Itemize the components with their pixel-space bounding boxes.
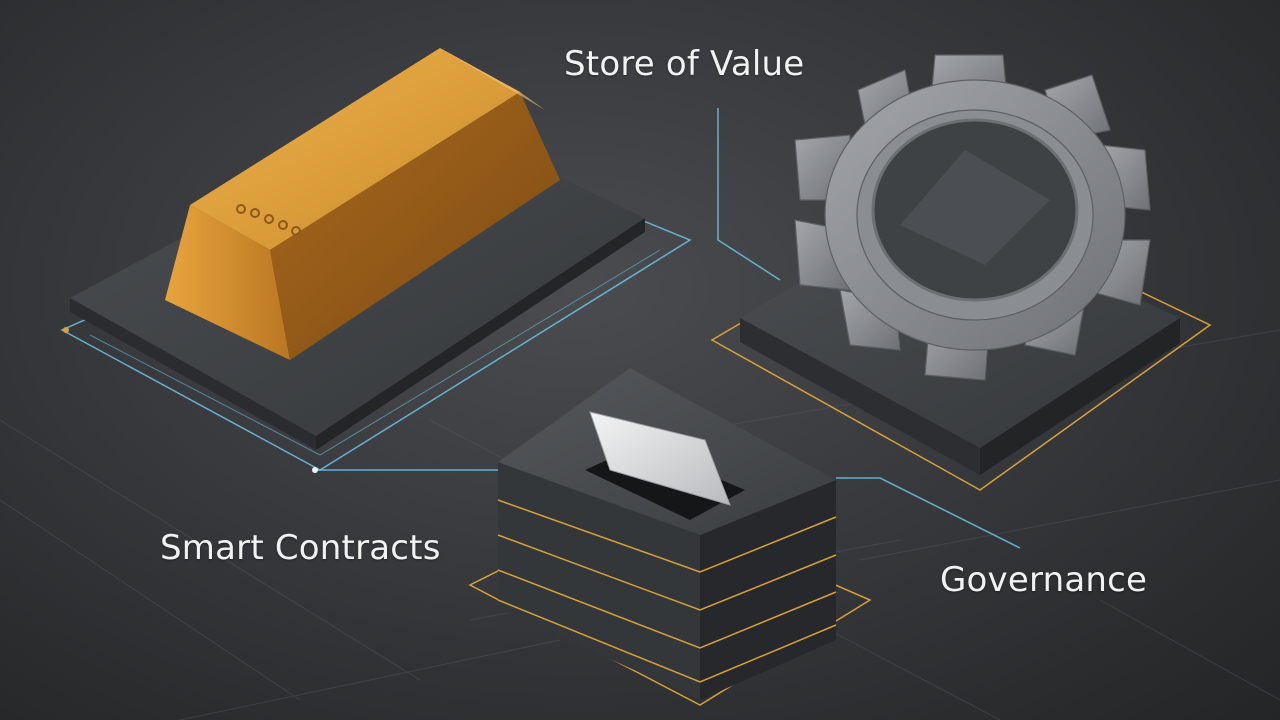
gold-platform-marker [63,327,69,333]
label-smart-contracts: Smart Contracts [160,528,441,568]
ballot-box-group [312,368,1021,706]
gear-platform-side [980,318,1180,475]
gold-bar-ridge [440,48,545,110]
gold-platform-side [316,218,645,450]
gold-bar-engraving [236,204,301,236]
label-governance: Governance [940,560,1148,600]
gold-bar-front [165,205,290,360]
ballot-box-layers [497,499,837,683]
gear-icon [794,54,1151,381]
label-store-of-value: Store of Value [564,44,805,84]
store-connector-line [717,108,781,281]
gold-bar-group [60,48,692,471]
smart-connector-dot [312,467,318,473]
gold-platform-front [70,298,316,450]
gear-group [710,54,1212,491]
gear-platform-front [740,318,980,475]
gold-bar-top [190,48,520,250]
gold-platform-outline-inner [89,249,661,456]
ballot-box-front [498,462,700,700]
ballot-paper-icon [589,411,731,506]
gov-connector-line [836,477,1021,549]
ballot-box-side [700,480,836,700]
gold-bar-side [270,92,560,360]
